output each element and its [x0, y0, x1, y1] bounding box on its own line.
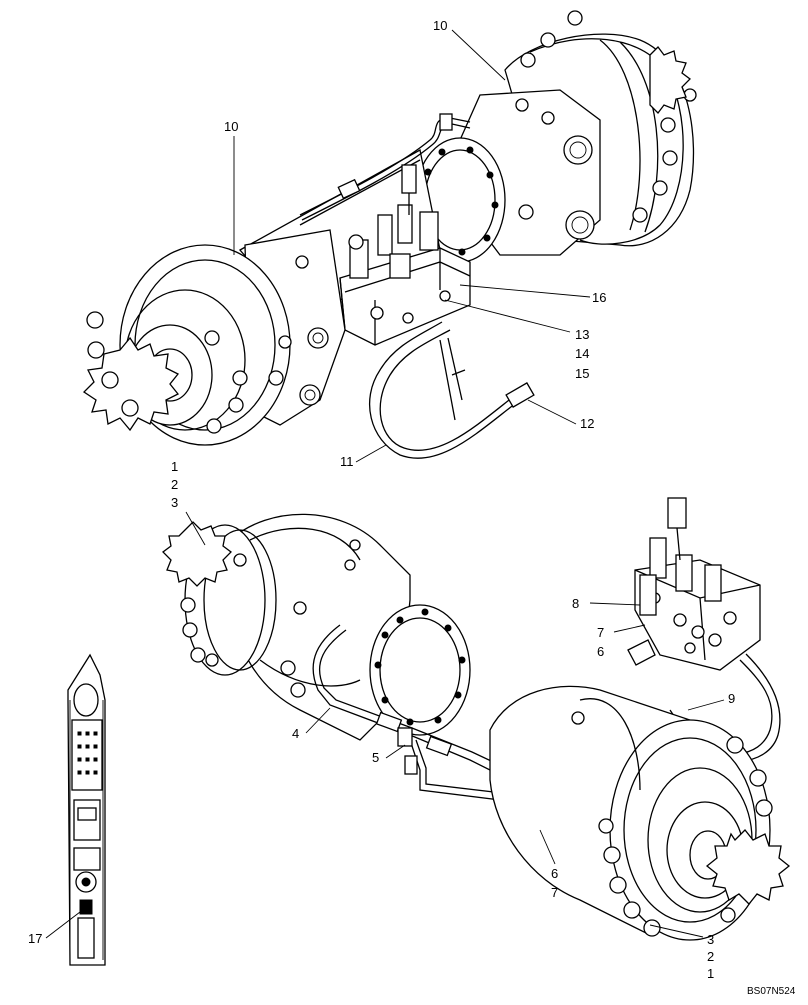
callout-fitting-b: 6 [597, 644, 604, 659]
bottom-motors-assembly [162, 497, 791, 941]
bottom-right-motor [489, 685, 791, 941]
callout-leaders [45, 29, 725, 939]
callout-fitting-a: 7 [597, 625, 604, 640]
callout-seal-kit-c: 15 [575, 366, 589, 381]
top-hose [368, 321, 535, 459]
drawing-code: BS07N524 [747, 986, 796, 997]
top-axle-assembly [82, 10, 697, 459]
callout-machine-view: 17 [28, 931, 42, 946]
callout-tube-left: 4 [292, 726, 299, 741]
callout-fitting-d: 7 [551, 885, 558, 900]
top-left-motor [82, 229, 364, 446]
machine-outline-view [67, 653, 106, 966]
callout-tee-fitting: 5 [372, 750, 379, 765]
callout-hose-clamp-top: 12 [580, 416, 594, 431]
bottom-tubes [312, 624, 546, 831]
callout-motor-right-2: 2 [707, 949, 714, 964]
callout-motor-right-3: 3 [707, 932, 714, 947]
callout-seal-kit-a: 13 [575, 327, 589, 342]
bottom-left-motor [162, 513, 411, 741]
callout-seal-kit-b: 14 [575, 346, 589, 361]
callout-top-axle-right: 10 [433, 18, 447, 33]
callout-valve-block-top: 16 [592, 290, 606, 305]
bottom-valve-block [627, 497, 761, 671]
callout-hose-top: 11 [340, 454, 354, 469]
callout-labels: 10 10 16 13 14 15 12 11 1 2 3 8 7 6 9 4 … [28, 18, 735, 981]
callout-motor-right-1: 1 [707, 966, 714, 981]
callout-motor-left-1: 1 [171, 459, 178, 474]
callout-tube-right: 9 [728, 691, 735, 706]
callout-top-axle-left: 10 [224, 119, 238, 134]
callout-motor-left-2: 2 [171, 477, 178, 492]
callout-fitting-c: 6 [551, 866, 558, 881]
bottom-drum [369, 604, 471, 736]
callout-motor-left-3: 3 [171, 495, 178, 510]
callout-valve-block-bottom: 8 [572, 596, 579, 611]
